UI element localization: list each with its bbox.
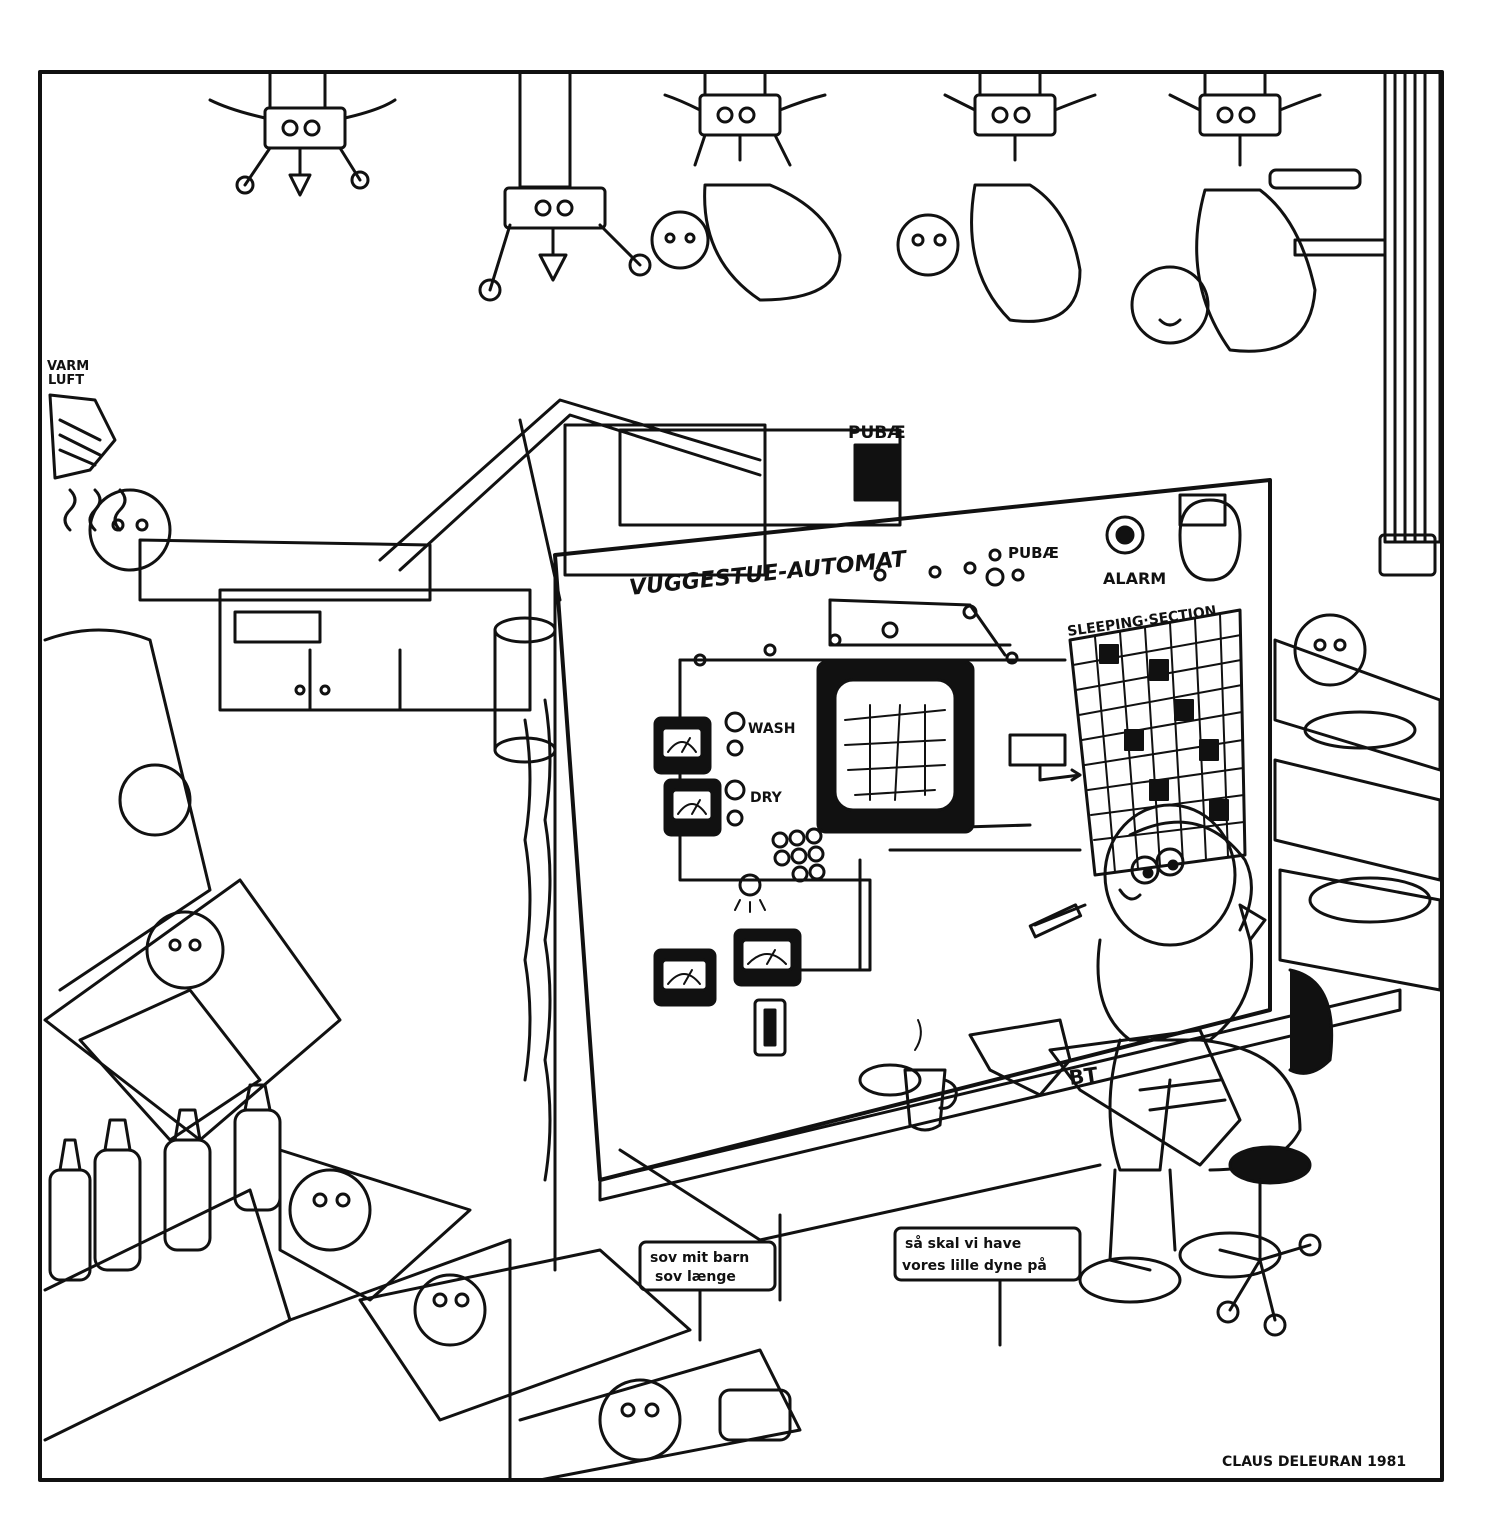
sign-right-board bbox=[893, 1226, 1082, 1347]
newspaper-masthead: BT bbox=[1067, 1062, 1099, 1090]
stool bbox=[1216, 968, 1334, 1337]
robot-arm-1 bbox=[208, 70, 397, 197]
dry-knob[interactable] bbox=[724, 779, 746, 801]
conveyor-belt bbox=[378, 398, 902, 602]
cable-bundle bbox=[523, 698, 552, 1182]
hot-air-blower bbox=[48, 393, 127, 532]
cribs-right bbox=[1273, 533, 1442, 992]
wash-knob[interactable] bbox=[724, 711, 746, 733]
panel-title: VUGGESTUE-AUTOMAT bbox=[628, 547, 909, 601]
luft-label: LUFT bbox=[48, 373, 84, 388]
signature: CLAUS DELEURAN 1981 bbox=[1222, 1454, 1406, 1470]
sign-left-line1: sov mit barn bbox=[650, 1250, 749, 1266]
bottom-left-machinery bbox=[43, 1148, 802, 1482]
robot-arm-4 bbox=[896, 70, 1097, 323]
varm-label: VARM bbox=[47, 359, 89, 374]
newspaper bbox=[968, 1018, 1242, 1167]
robot-arm-5 bbox=[1130, 70, 1387, 353]
sign-left-board bbox=[638, 1240, 777, 1342]
alarm-light bbox=[1105, 515, 1145, 555]
dry-label: DRY bbox=[750, 790, 783, 806]
sign-left-line2: sov længe bbox=[655, 1269, 736, 1285]
robot-arm-2 bbox=[478, 186, 652, 302]
alarm-label: ALARM bbox=[1103, 569, 1166, 588]
sign-right-line2: vores lille dyne på bbox=[902, 1257, 1047, 1274]
drum-tank bbox=[493, 616, 557, 764]
sleeping-section-grid bbox=[1068, 608, 1247, 877]
wash-label: WASH bbox=[748, 721, 795, 737]
panel-pubae-label: PUBÆ bbox=[1008, 544, 1059, 562]
button-cluster[interactable] bbox=[771, 827, 826, 883]
sign-right-line1: så skal vi have bbox=[905, 1235, 1021, 1252]
alarm-bell-icon bbox=[1178, 498, 1242, 582]
control-panel bbox=[553, 478, 1402, 1302]
feeding-station-left bbox=[43, 488, 342, 1142]
pubae-wall-label: PUBÆ bbox=[848, 423, 906, 443]
wash-tub-left bbox=[138, 538, 532, 712]
robot-arm-3 bbox=[650, 70, 842, 302]
coffee-cup bbox=[858, 1019, 958, 1132]
